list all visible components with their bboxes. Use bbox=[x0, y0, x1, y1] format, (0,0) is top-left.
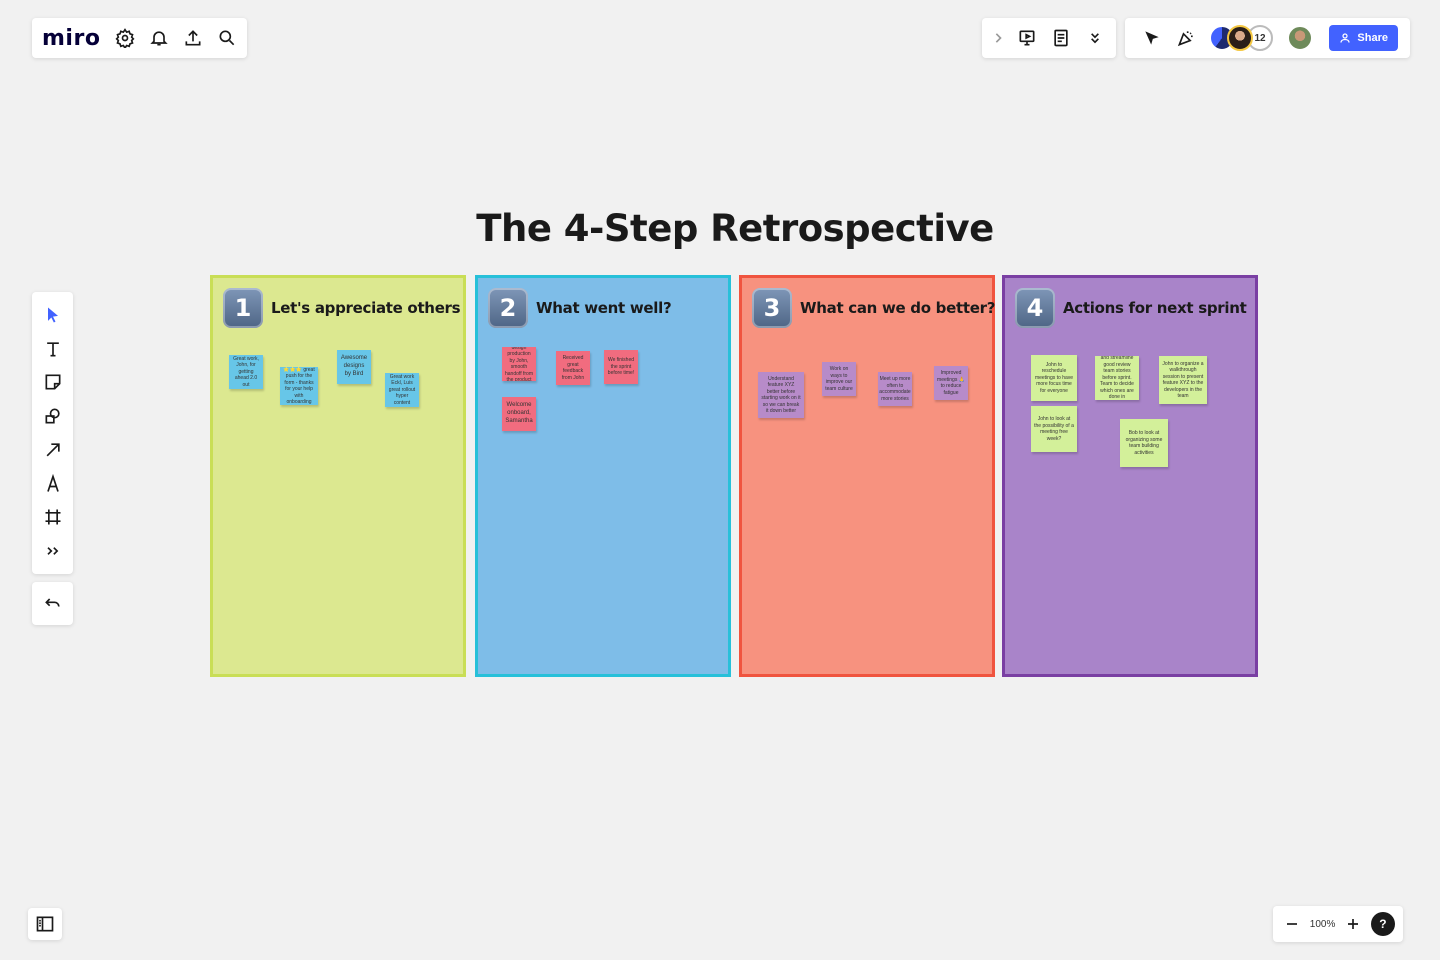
sticky-note[interactable]: Meet up more often to accommodate more s… bbox=[878, 372, 912, 406]
column-title[interactable]: What can we do better? bbox=[800, 299, 996, 317]
upload-icon[interactable] bbox=[176, 21, 210, 55]
panel-toggle bbox=[28, 908, 62, 940]
frame-icon[interactable] bbox=[36, 501, 70, 535]
column-title[interactable]: What went well? bbox=[536, 299, 672, 317]
step-number-badge: 3 bbox=[752, 288, 792, 328]
celebrate-icon[interactable] bbox=[1169, 21, 1203, 55]
share-toolbar: 12 Share bbox=[1125, 18, 1410, 58]
sticky-note[interactable]: Great work, John, for getting ahead 2.0 … bbox=[229, 355, 263, 389]
undo-icon[interactable] bbox=[36, 587, 70, 621]
sticky-note[interactable]: John to organize a walkthrough session t… bbox=[1159, 356, 1207, 404]
avatar[interactable] bbox=[1227, 25, 1253, 51]
sticky-note[interactable]: Improved meetings 🙏 to reduce fatigue bbox=[934, 366, 968, 400]
help-button[interactable]: ? bbox=[1370, 912, 1395, 936]
avatar[interactable] bbox=[1287, 25, 1313, 51]
sticky-note[interactable]: Awesome designs by Bird bbox=[337, 350, 371, 384]
sticky-note[interactable]: Bing to update and streamline good revie… bbox=[1095, 356, 1139, 400]
step-number-badge: 2 bbox=[488, 288, 528, 328]
double-chevron-down-icon[interactable] bbox=[1078, 21, 1112, 55]
step-number-badge: 1 bbox=[223, 288, 263, 328]
sticky-note[interactable]: ⭐⭐⭐ great push for the form - thanks for… bbox=[280, 367, 318, 405]
creation-toolbar bbox=[32, 292, 73, 574]
present-icon[interactable] bbox=[1010, 21, 1044, 55]
more-tools-icon[interactable] bbox=[36, 534, 70, 568]
retro-column-3[interactable]: 3 What can we do better? Understand featur… bbox=[739, 275, 995, 677]
sticky-note[interactable]: John to look at the possibility of a mee… bbox=[1031, 406, 1077, 452]
column-header: 3 What can we do better? bbox=[752, 288, 995, 328]
zoom-out-icon[interactable] bbox=[1281, 907, 1303, 941]
sticky-note[interactable]: Bob to look at organizing some team buil… bbox=[1120, 419, 1168, 467]
zoom-in-icon[interactable] bbox=[1342, 907, 1364, 941]
column-header: 4 Actions for next sprint bbox=[1015, 288, 1247, 328]
zoom-controls: 100% ? bbox=[1273, 906, 1403, 942]
select-icon[interactable] bbox=[36, 298, 70, 332]
sticky-note[interactable]: We finished the sprint before time! bbox=[604, 350, 638, 384]
retro-column-2[interactable]: 2 What went well? Awesome design productio… bbox=[475, 275, 731, 677]
collaboration-toolbar bbox=[982, 18, 1116, 58]
settings-icon[interactable] bbox=[108, 21, 142, 55]
collaborator-avatars[interactable]: 12 bbox=[1209, 25, 1273, 51]
column-header: 2 What went well? bbox=[488, 288, 672, 328]
sticky-note[interactable]: John to reschedule meetings to have more… bbox=[1031, 355, 1077, 401]
sticky-note[interactable]: Understand feature XYZ better before sta… bbox=[758, 372, 804, 418]
chevron-right-icon[interactable] bbox=[986, 21, 1010, 55]
column-title[interactable]: Actions for next sprint bbox=[1063, 299, 1247, 317]
cursor-icon[interactable] bbox=[1135, 21, 1169, 55]
sticky-note[interactable]: Great work Eckl, Luis great rollout hype… bbox=[385, 373, 419, 407]
bell-icon[interactable] bbox=[142, 21, 176, 55]
share-button[interactable]: Share bbox=[1329, 25, 1398, 51]
arrow-icon[interactable] bbox=[36, 433, 70, 467]
sticky-note[interactable]: Work on ways to improve our team culture bbox=[822, 362, 856, 396]
search-icon[interactable] bbox=[210, 21, 244, 55]
text-icon[interactable] bbox=[36, 332, 70, 366]
sticky-note-icon[interactable] bbox=[36, 366, 70, 400]
column-title[interactable]: Let's appreciate others bbox=[271, 299, 461, 317]
sticky-note[interactable]: Welcome onboard, Samantha bbox=[502, 397, 536, 431]
shapes-icon[interactable] bbox=[36, 399, 70, 433]
zoom-level[interactable]: 100% bbox=[1309, 918, 1336, 930]
board-title: The 4-Step Retrospective bbox=[476, 207, 994, 250]
column-header: 1 Let's appreciate others bbox=[223, 288, 461, 328]
miro-logo[interactable]: miro bbox=[42, 25, 101, 51]
panel-toggle-icon[interactable] bbox=[28, 907, 62, 941]
undo-panel bbox=[32, 582, 73, 625]
pen-icon[interactable] bbox=[36, 467, 70, 501]
user-icon bbox=[1340, 33, 1351, 43]
top-left-toolbar: miro bbox=[32, 18, 247, 58]
sticky-note[interactable]: Awesome design production by John, smoot… bbox=[502, 347, 536, 381]
step-number-badge: 4 bbox=[1015, 288, 1055, 328]
share-label: Share bbox=[1357, 32, 1388, 44]
notes-icon[interactable] bbox=[1044, 21, 1078, 55]
sticky-note[interactable]: Received great feedback from John bbox=[556, 351, 590, 385]
